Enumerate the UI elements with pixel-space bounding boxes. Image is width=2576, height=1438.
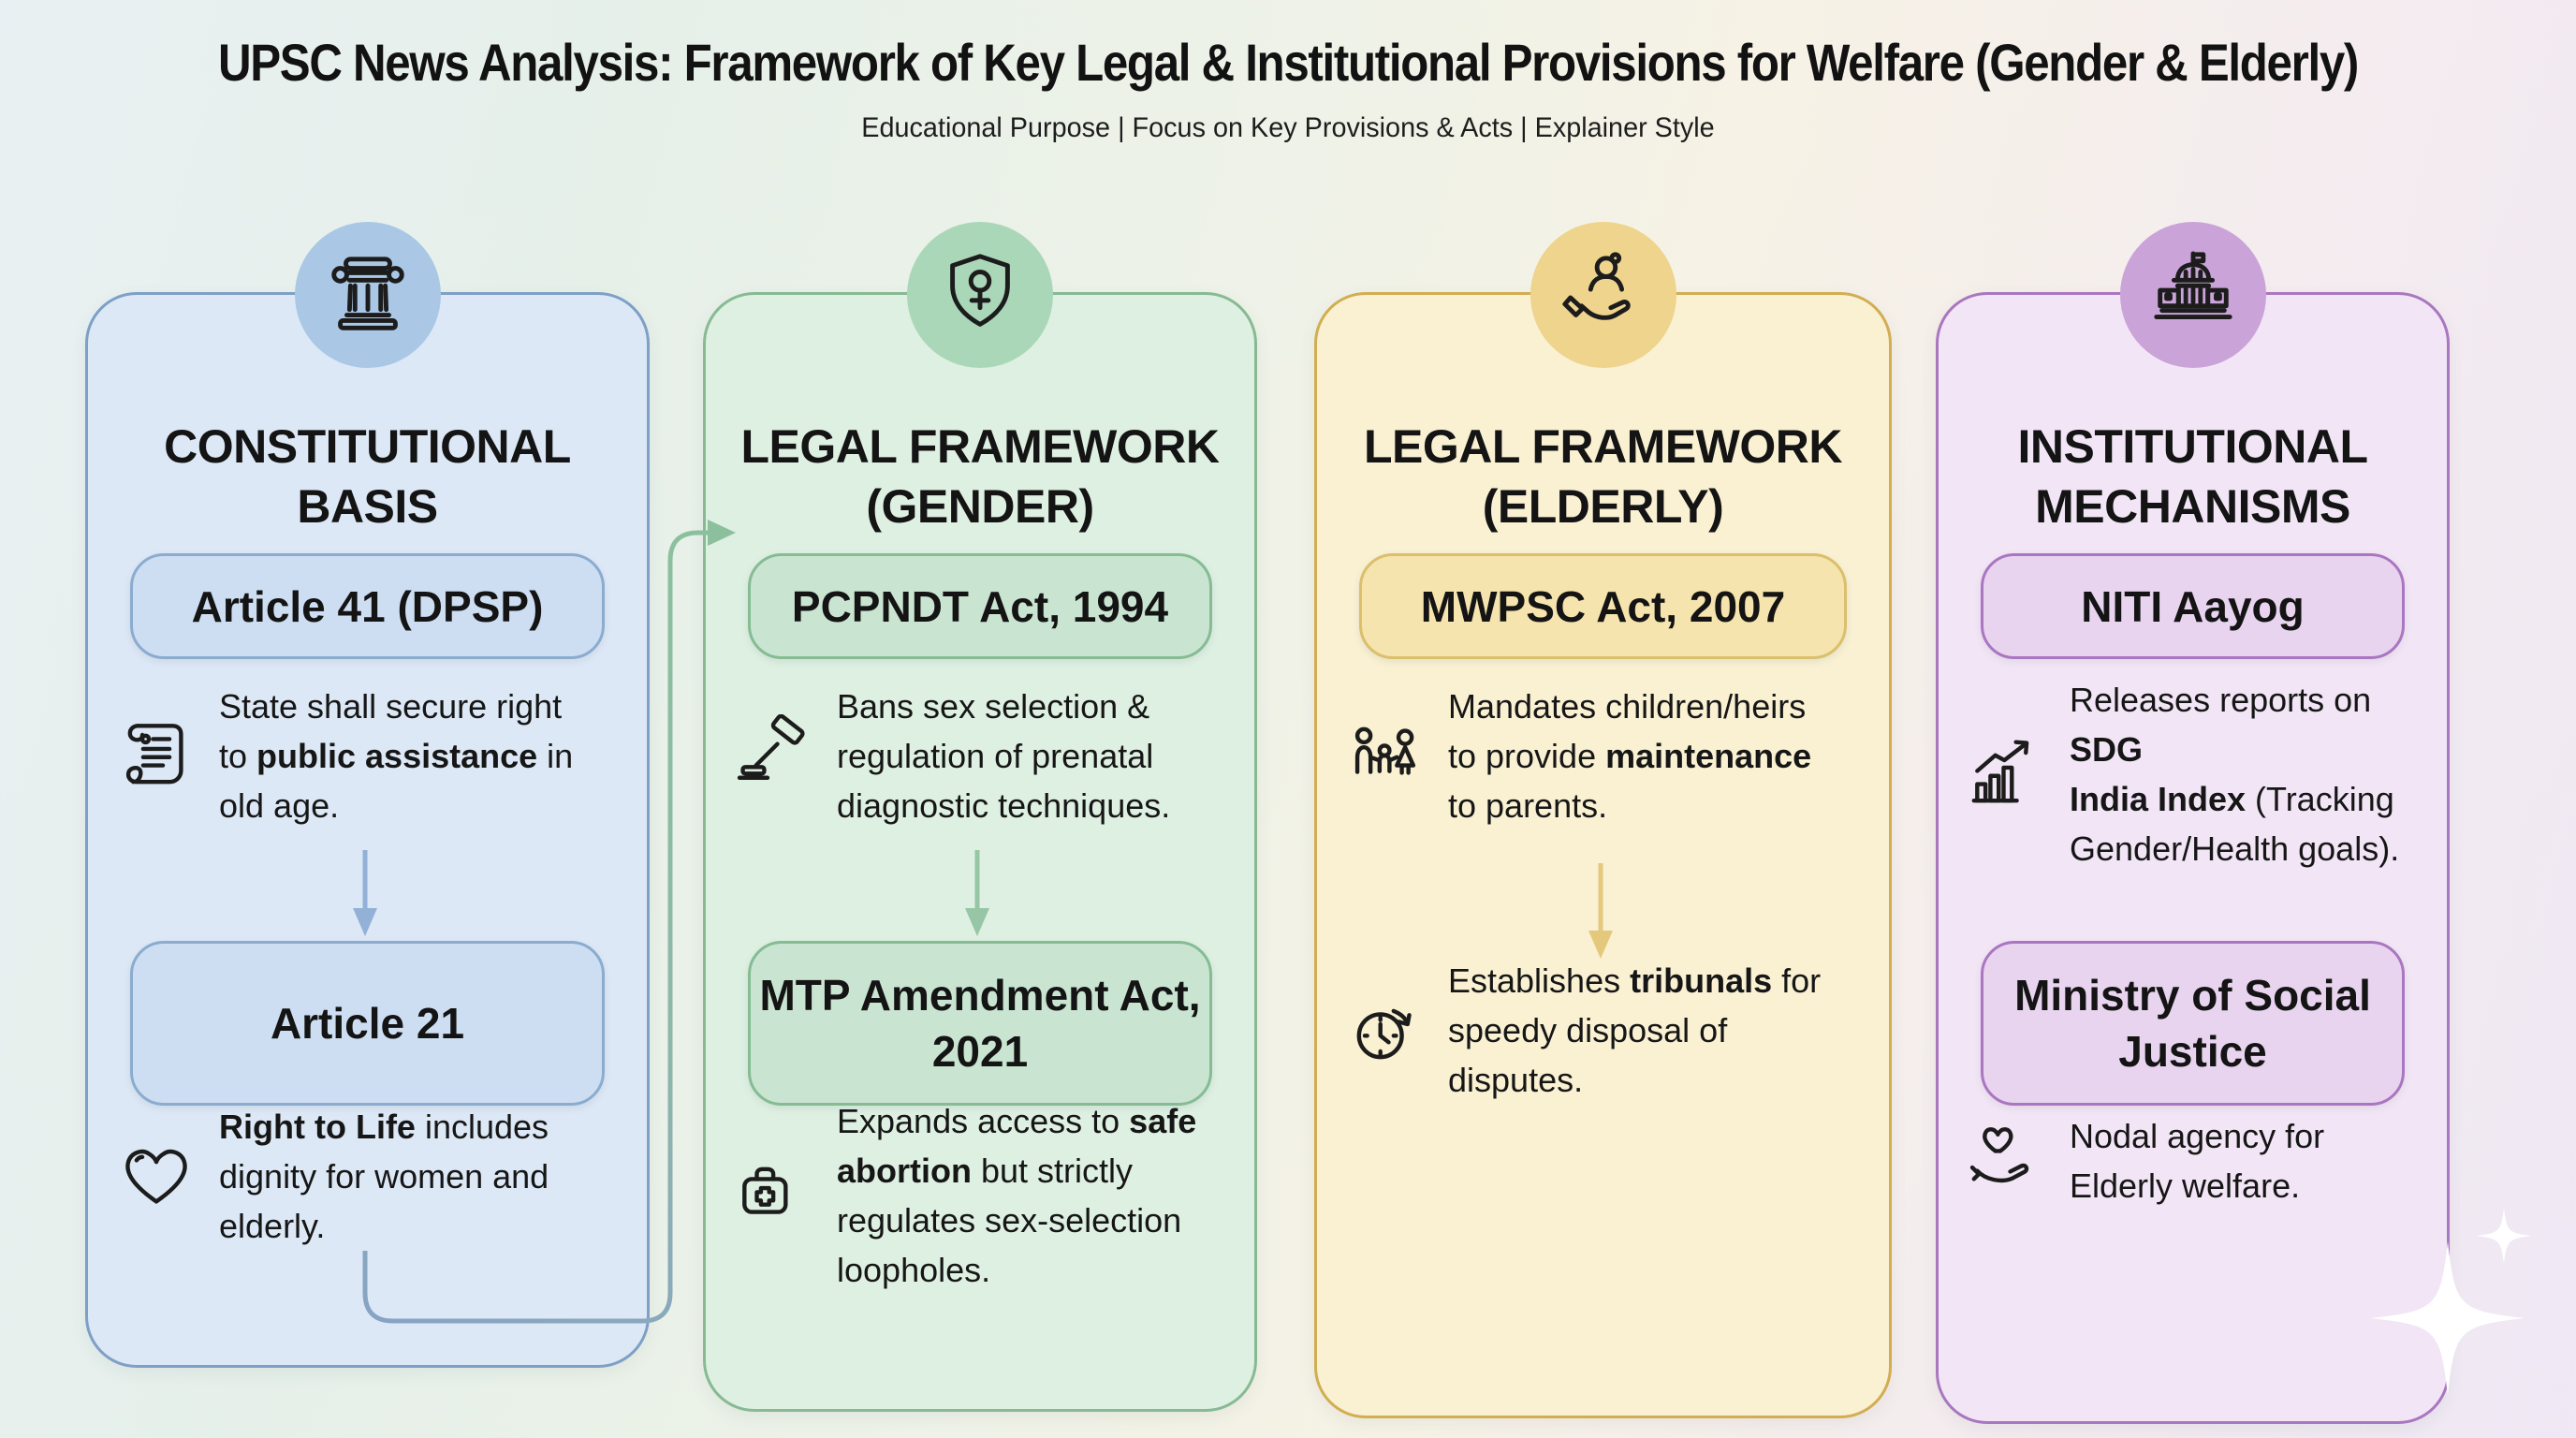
pillar-icon bbox=[330, 257, 404, 330]
pill-article-41: Article 41 (DPSP) bbox=[130, 553, 605, 659]
header-circle-yellow bbox=[1530, 222, 1676, 368]
card-legal-framework-gender: LEGAL FRAMEWORK (GENDER) PCPNDT Act, 199… bbox=[703, 222, 1257, 1412]
card-institutional-mechanisms: INSTITUTIONAL MECHANISMS NITI Aayog Rele… bbox=[1936, 222, 2450, 1424]
shield-female-icon bbox=[950, 254, 1010, 327]
page-subtitle: Educational Purpose | Focus on Key Provi… bbox=[861, 112, 1715, 143]
medical-bag-icon bbox=[730, 1154, 818, 1237]
card-constitutional-basis: CONSTITUTIONAL BASIS Article 41 (DPSP) S… bbox=[85, 222, 650, 1368]
header-circle-green bbox=[907, 222, 1053, 368]
column-heading: INSTITUTIONAL MECHANISMS bbox=[2017, 419, 2368, 533]
hand-heart-icon bbox=[1963, 1120, 2051, 1202]
elderly-care-icon bbox=[1561, 252, 1631, 320]
scroll-icon bbox=[112, 714, 200, 797]
column-heading: LEGAL FRAMEWORK (GENDER) bbox=[740, 419, 1220, 533]
pill-pcpndt-act: PCPNDT Act, 1994 bbox=[748, 553, 1212, 659]
column-heading: CONSTITUTIONAL BASIS bbox=[164, 419, 571, 533]
header-circle-purple bbox=[2119, 222, 2266, 368]
pill-ministry-social-justice: Ministry of Social Justice bbox=[1981, 941, 2405, 1106]
pill-article-21: Article 21 bbox=[130, 941, 605, 1106]
capitol-icon bbox=[2153, 251, 2232, 319]
pill-niti-aayog: NITI Aayog bbox=[1981, 553, 2405, 659]
clock-icon bbox=[1341, 990, 1429, 1072]
heart-icon bbox=[112, 1136, 200, 1218]
card-legal-framework-elderly: LEGAL FRAMEWORK (ELDERLY) MWPSC Act, 200… bbox=[1314, 222, 1892, 1418]
page-title: UPSC News Analysis: Framework of Key Leg… bbox=[217, 33, 2359, 92]
gavel-icon bbox=[730, 714, 818, 797]
pill-mwpsc-act: MWPSC Act, 2007 bbox=[1359, 553, 1847, 659]
pill-mtp-act: MTP Amendment Act, 2021 bbox=[748, 941, 1212, 1106]
family-icon bbox=[1341, 714, 1429, 797]
chart-icon bbox=[1963, 733, 2051, 815]
header-circle-blue bbox=[294, 222, 441, 368]
note-pcpndt: Bans sex selection &regulation of prenat… bbox=[730, 675, 1247, 836]
column-heading: LEGAL FRAMEWORK (ELDERLY) bbox=[1364, 419, 1842, 533]
